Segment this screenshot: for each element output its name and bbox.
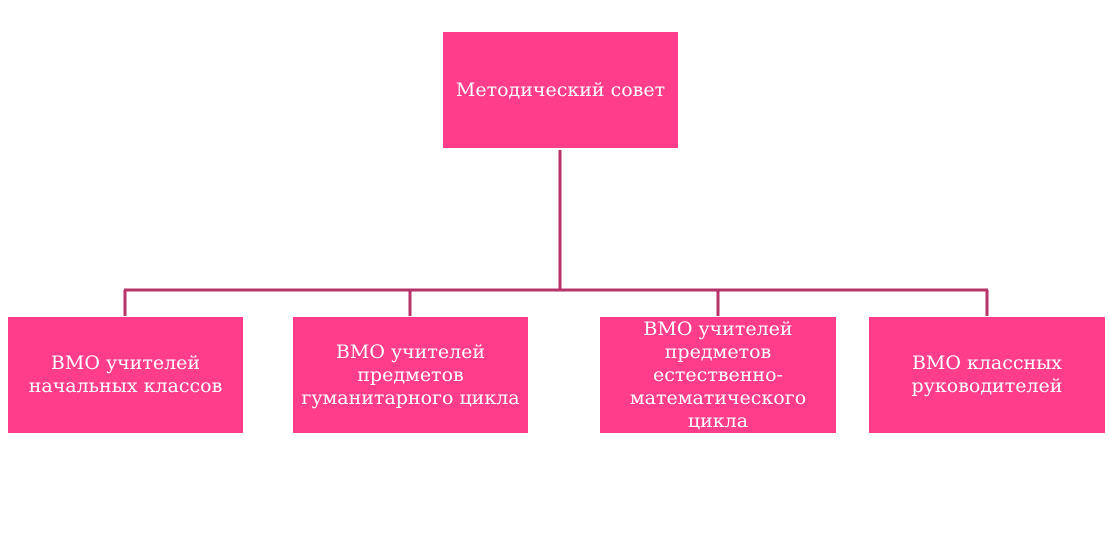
child-node-class-teachers: ВМО классных руководителей: [869, 317, 1105, 433]
child-node-humanities: ВМО учителей предметов гуманитарного цик…: [293, 317, 528, 433]
root-node-methodical-council: Методический совет: [443, 32, 678, 148]
child-node-natural-math: ВМО учителей предметов естественно- мате…: [600, 317, 836, 433]
child-node-primary-classes: ВМО учителей начальных классов: [8, 317, 243, 433]
